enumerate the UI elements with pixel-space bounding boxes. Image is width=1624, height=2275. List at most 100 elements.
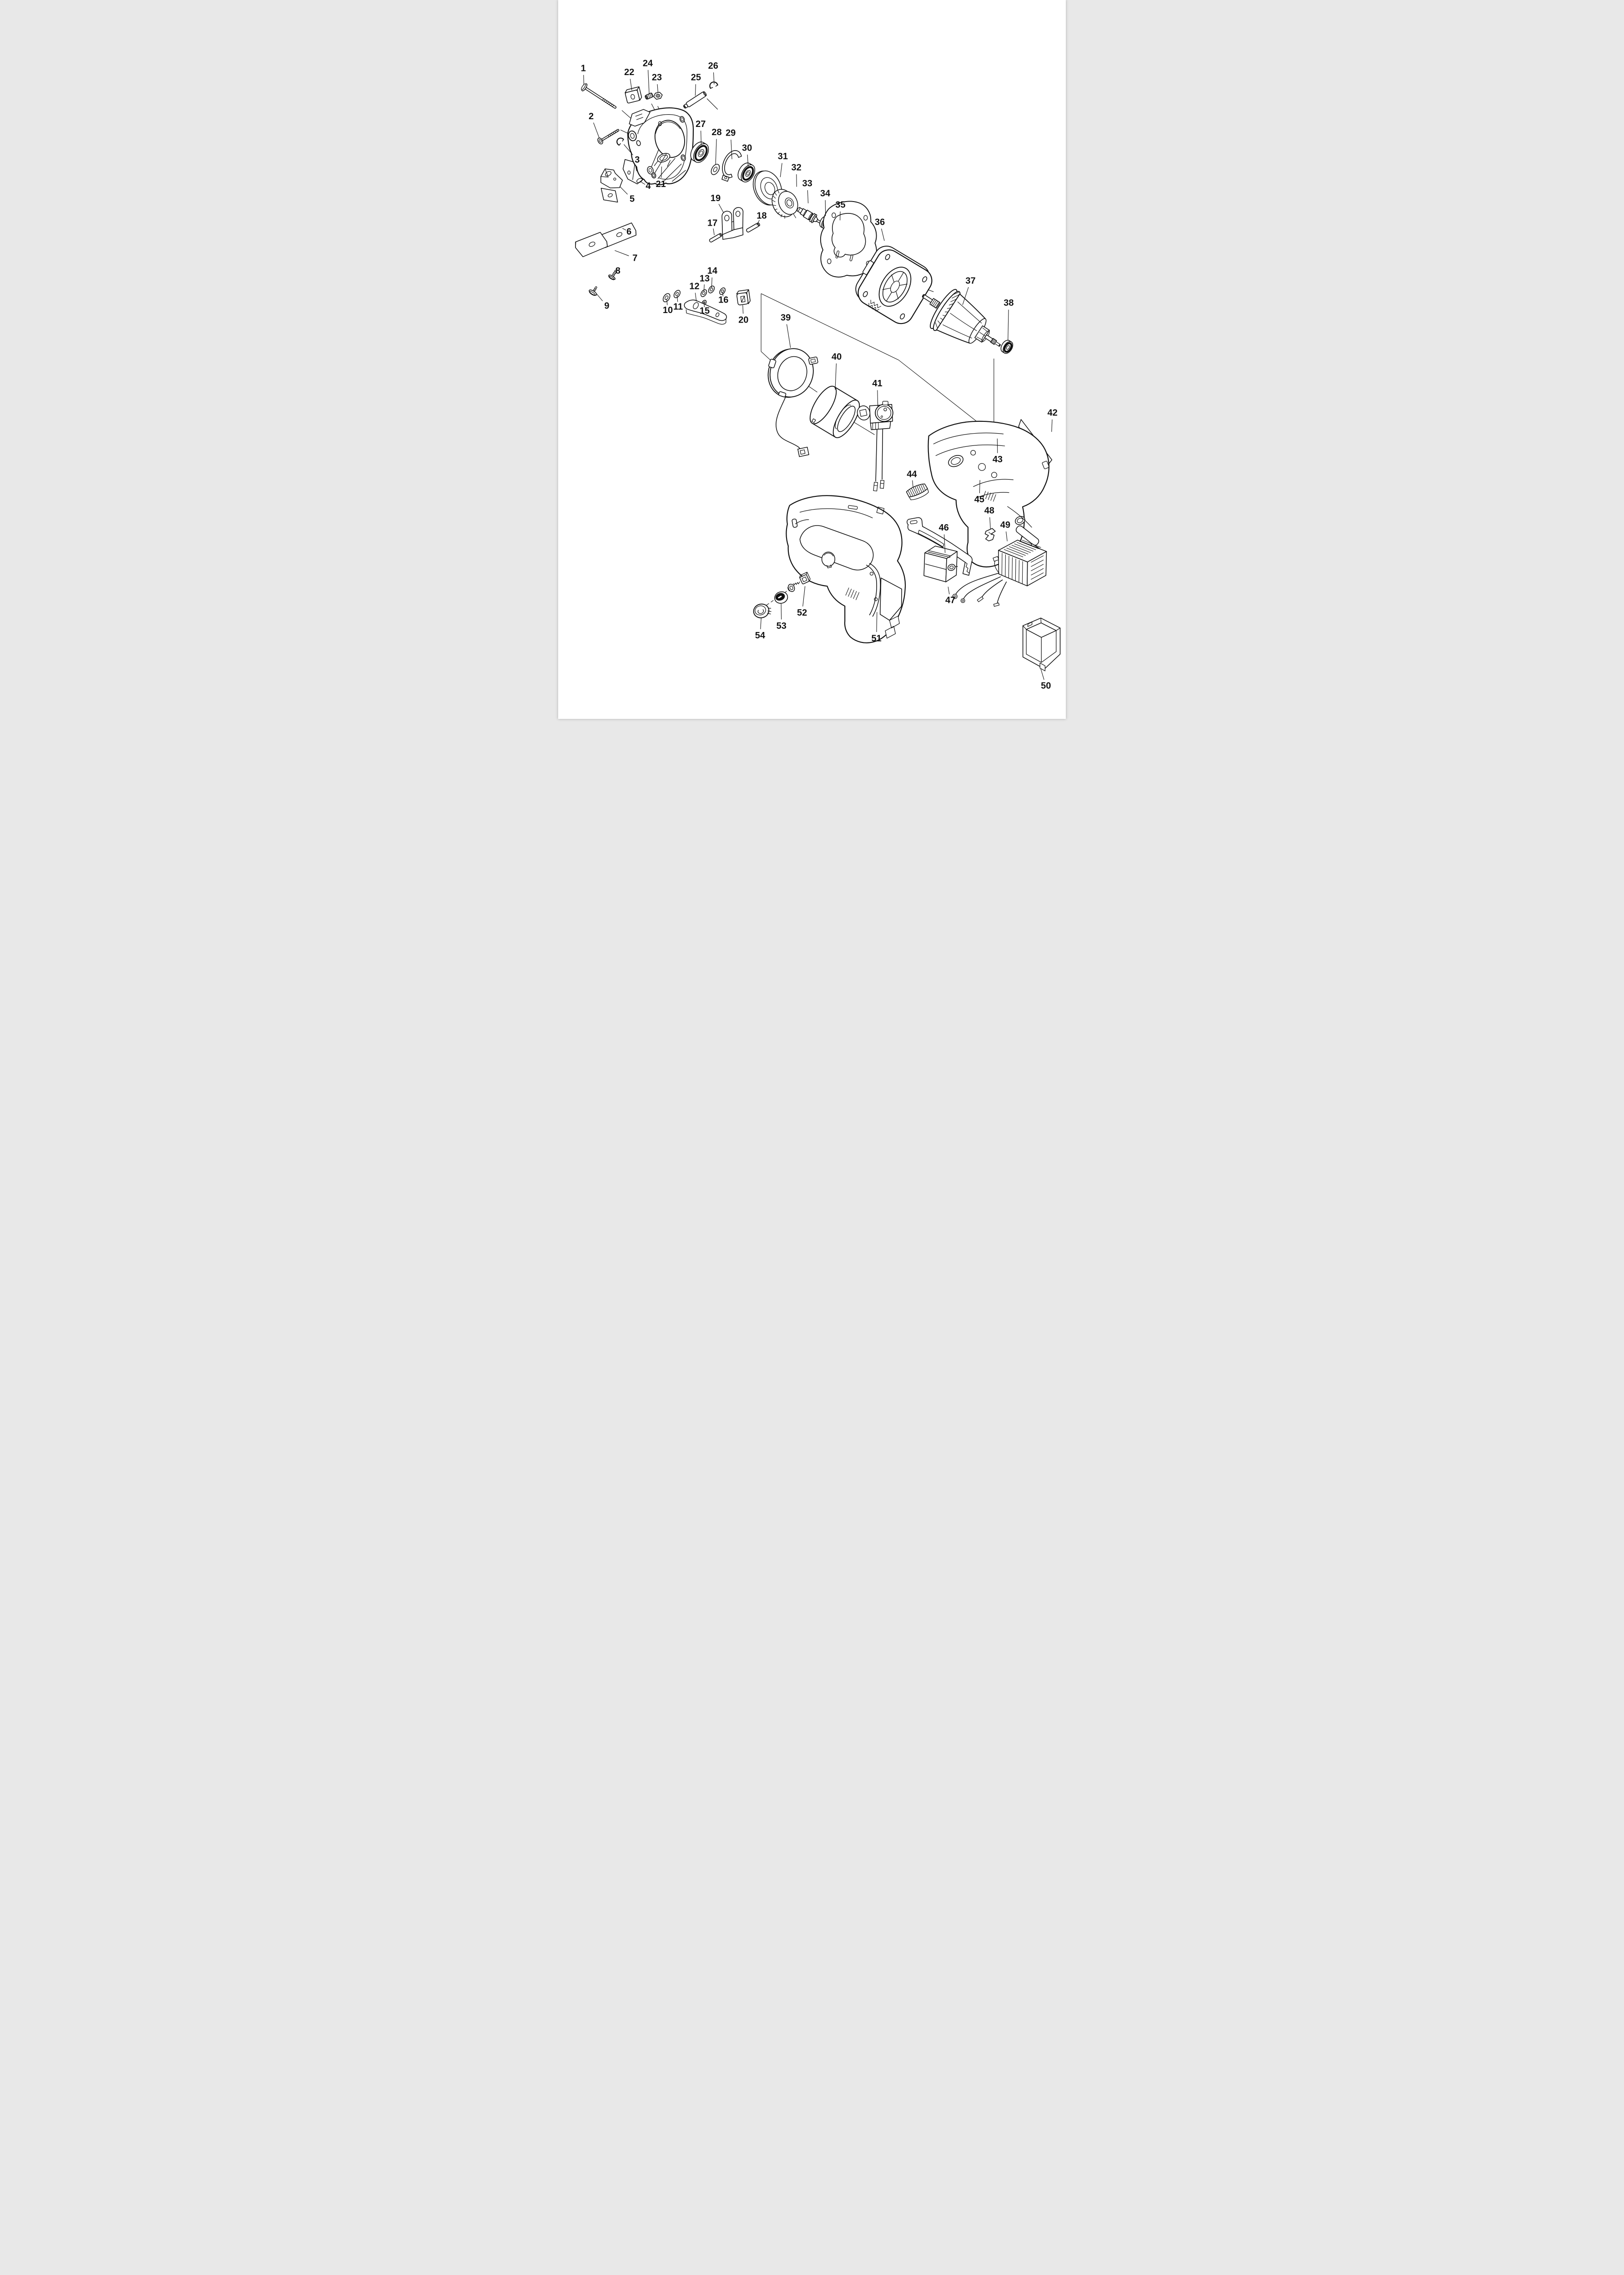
assembly-line [852,421,875,435]
part-41-end-bracket [857,401,893,491]
assembly-line [706,98,718,110]
part-27-ball-bearing [690,142,709,163]
leader-ball-bearing [1008,309,1009,340]
part-7-backing-plate [575,232,608,258]
part-14-flat-washer [708,285,715,293]
part-label-11: 11 [673,302,683,312]
leader-clevis-yoke [718,204,724,213]
part-39-baffle-ring [767,348,818,457]
leader-pivot-pin [713,228,715,235]
leader-grommet [704,302,705,308]
part-label-5: 5 [630,194,635,204]
part-3-e-ring [616,137,624,146]
part-label-6: 6 [626,227,631,237]
part-label-37: 37 [965,276,975,286]
part-2-hex-socket-bolt [597,129,620,145]
part-label-13: 13 [700,273,710,283]
leader-holder-bracket [620,187,628,195]
part-label-20: 20 [738,315,748,325]
part-label-42: 42 [1047,408,1057,418]
part-38-ball-bearing [1000,339,1014,354]
part-label-51: 51 [871,633,881,643]
leader-lines [583,70,1053,680]
leader-backing-plate [615,250,629,256]
part-label-46: 46 [939,523,949,533]
part-51-housing-half-left [786,495,906,643]
part-label-26: 26 [708,61,718,71]
part-21-gear-housing [627,107,694,186]
leader-e-ring [624,144,633,156]
part-33-spindle-shaft [797,207,823,225]
part-49-controller [952,540,1047,607]
part-label-7: 7 [632,253,637,263]
part-label-16: 16 [718,295,728,305]
leader-controller [1006,531,1008,541]
part-label-38: 38 [1004,298,1014,308]
leader-lock-button-set [802,586,806,607]
assembly-line [761,293,899,360]
leader-gasket-plate [840,211,841,221]
part-label-19: 19 [711,193,721,203]
part-label-34: 34 [820,189,831,199]
leader-cap [760,617,762,629]
part-label-50: 50 [1041,681,1051,691]
part-1-long-pan-head-screw [581,83,617,109]
part-label-12: 12 [689,281,699,291]
part-11-flat-washer [673,290,681,298]
part-label-2: 2 [589,111,594,121]
part-label-8: 8 [615,266,620,276]
part-label-40: 40 [832,352,842,362]
part-label-35: 35 [835,200,845,210]
part-47-switch [923,546,958,582]
part-24-set-screw [645,92,654,100]
leader-bearing-retainer [780,163,782,177]
part-label-15: 15 [700,306,710,316]
part-label-52: 52 [797,608,807,618]
part-48-wire-clip [984,528,996,541]
part-label-41: 41 [872,379,882,389]
part-label-49: 49 [1000,520,1010,530]
leader-hex-nut [657,84,658,93]
part-25-support-pin [683,91,707,109]
part-label-1: 1 [581,63,586,73]
parts-diagram: 1234567891011121314151617181920212223242… [575,58,1061,691]
part-17-pivot-pin [709,233,722,243]
part-label-43: 43 [993,455,1003,465]
leader-clamp-sheet [641,182,646,185]
leader-ball-bearing [747,154,749,167]
leader-spindle-shaft [807,190,809,203]
leader-baffle-ring-with-lead [786,324,791,348]
part-label-23: 23 [652,73,662,83]
parts-artwork [575,81,1061,672]
part-37-armature [922,289,1001,347]
part-20-cushion-block [736,289,751,305]
part-9-flat-head-screw [589,286,597,296]
part-44-slide-button [906,483,929,500]
part-45-housing-half-right [928,420,1049,568]
part-53-cap [774,591,788,604]
part-54-cap [753,603,772,618]
part-19-clevis-yoke [721,207,744,240]
part-10-flat-washer [662,293,671,303]
part-label-45: 45 [974,495,984,505]
leader-flat-head-screw [596,293,603,301]
part-label-54: 54 [755,631,766,641]
leader-motor-sleeve [835,363,837,390]
leader-lever-arm [695,293,697,302]
part-22-stopper-block [625,86,642,104]
part-label-47: 47 [945,596,955,606]
leader-housing-half-right [979,480,980,493]
part-30-ball-bearing [737,162,756,182]
part-label-17: 17 [707,218,717,228]
part-8-flat-head-screw [608,269,617,280]
part-label-21: 21 [656,179,666,189]
part-label-9: 9 [604,301,609,311]
leader-wire-clip [989,517,991,529]
part-23-hex-nut [653,91,663,100]
part-label-4: 4 [646,181,651,191]
part-label-10: 10 [663,305,673,315]
leader-terminal-box [1040,669,1044,680]
leader-snap-ring [731,139,732,159]
